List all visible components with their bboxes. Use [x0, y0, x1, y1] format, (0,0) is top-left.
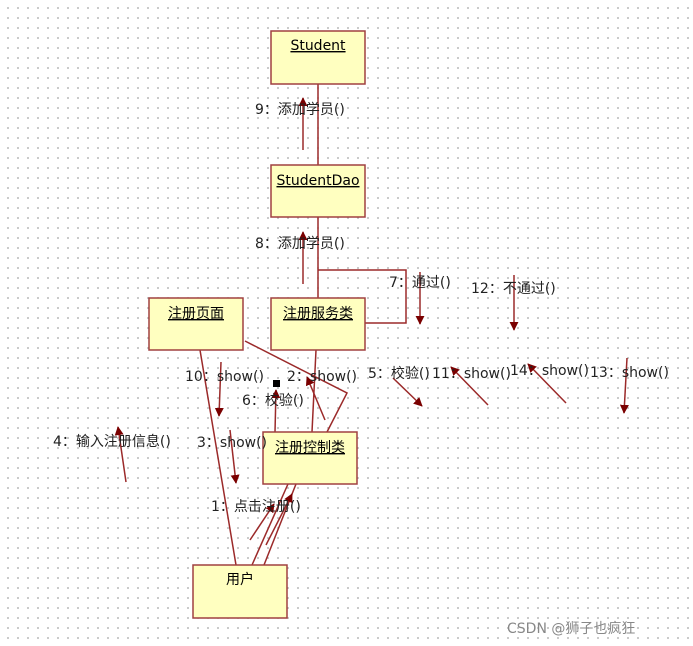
object-student[interactable]: Student [270, 30, 366, 85]
object-name: Student [290, 38, 346, 54]
object-name: 注册页面 [168, 306, 224, 322]
object-user[interactable]: 用户 [192, 564, 288, 619]
object-register-service[interactable]: 注册服务类 [270, 297, 366, 351]
object-name: StudentDao [276, 173, 359, 189]
message-label[interactable]: 8：添加学员() [255, 236, 345, 252]
link-page-controller [244, 340, 349, 433]
message-label[interactable]: 1：点击注册() [211, 499, 301, 515]
message-label[interactable]: 9：添加学员() [255, 102, 345, 118]
arrow-msg-2 [305, 376, 326, 421]
arrow-msg-1 [249, 503, 275, 541]
arrow-msg-10 [214, 361, 224, 417]
message-label[interactable]: 3：show() [197, 435, 267, 451]
arrow-msg-4 [114, 426, 127, 483]
object-name: 用户 [226, 571, 254, 588]
arrow-msg-1b [265, 493, 293, 546]
link-service-controller [311, 349, 317, 433]
object-name: 注册服务类 [283, 306, 353, 322]
message-label[interactable]: 10：show() [185, 369, 264, 385]
message-label[interactable]: 5：校验() [368, 365, 430, 382]
object-studentdao[interactable]: StudentDao [270, 164, 366, 218]
message-label[interactable]: 14：show() [510, 363, 589, 379]
object-name: 注册控制类 [275, 440, 345, 456]
message-labels: 1：点击注册() 2：show() 3：show() 4：输入注册信息() 5：… [53, 102, 669, 515]
message-label[interactable]: 2：show() [287, 369, 357, 385]
message-label[interactable]: 6：校验() [242, 392, 304, 409]
message-arrows [114, 97, 629, 546]
arrow-msg-6 [271, 389, 281, 433]
selection-handle[interactable] [273, 380, 280, 387]
message-label[interactable]: 12：不通过() [471, 281, 556, 297]
arrow-msg-13 [619, 357, 629, 414]
arrow-msg-14 [527, 363, 567, 404]
arrow-msg-5 [392, 377, 423, 407]
message-label[interactable]: 4：输入注册信息() [53, 433, 171, 450]
message-label[interactable]: 13：show() [590, 365, 669, 381]
watermark: CSDN @狮子也疯狂 [507, 621, 635, 637]
link-page-user [199, 349, 237, 566]
message-label[interactable]: 11：show() [432, 366, 511, 382]
arrow-msg-11 [450, 366, 489, 406]
object-register-controller[interactable]: 注册控制类 [262, 431, 358, 485]
link-controller-user [251, 483, 289, 566]
object-register-page[interactable]: 注册页面 [148, 297, 244, 351]
message-label[interactable]: 7：通过() [389, 275, 451, 291]
arrow-msg-3 [229, 429, 240, 484]
link-service-self [318, 269, 407, 324]
